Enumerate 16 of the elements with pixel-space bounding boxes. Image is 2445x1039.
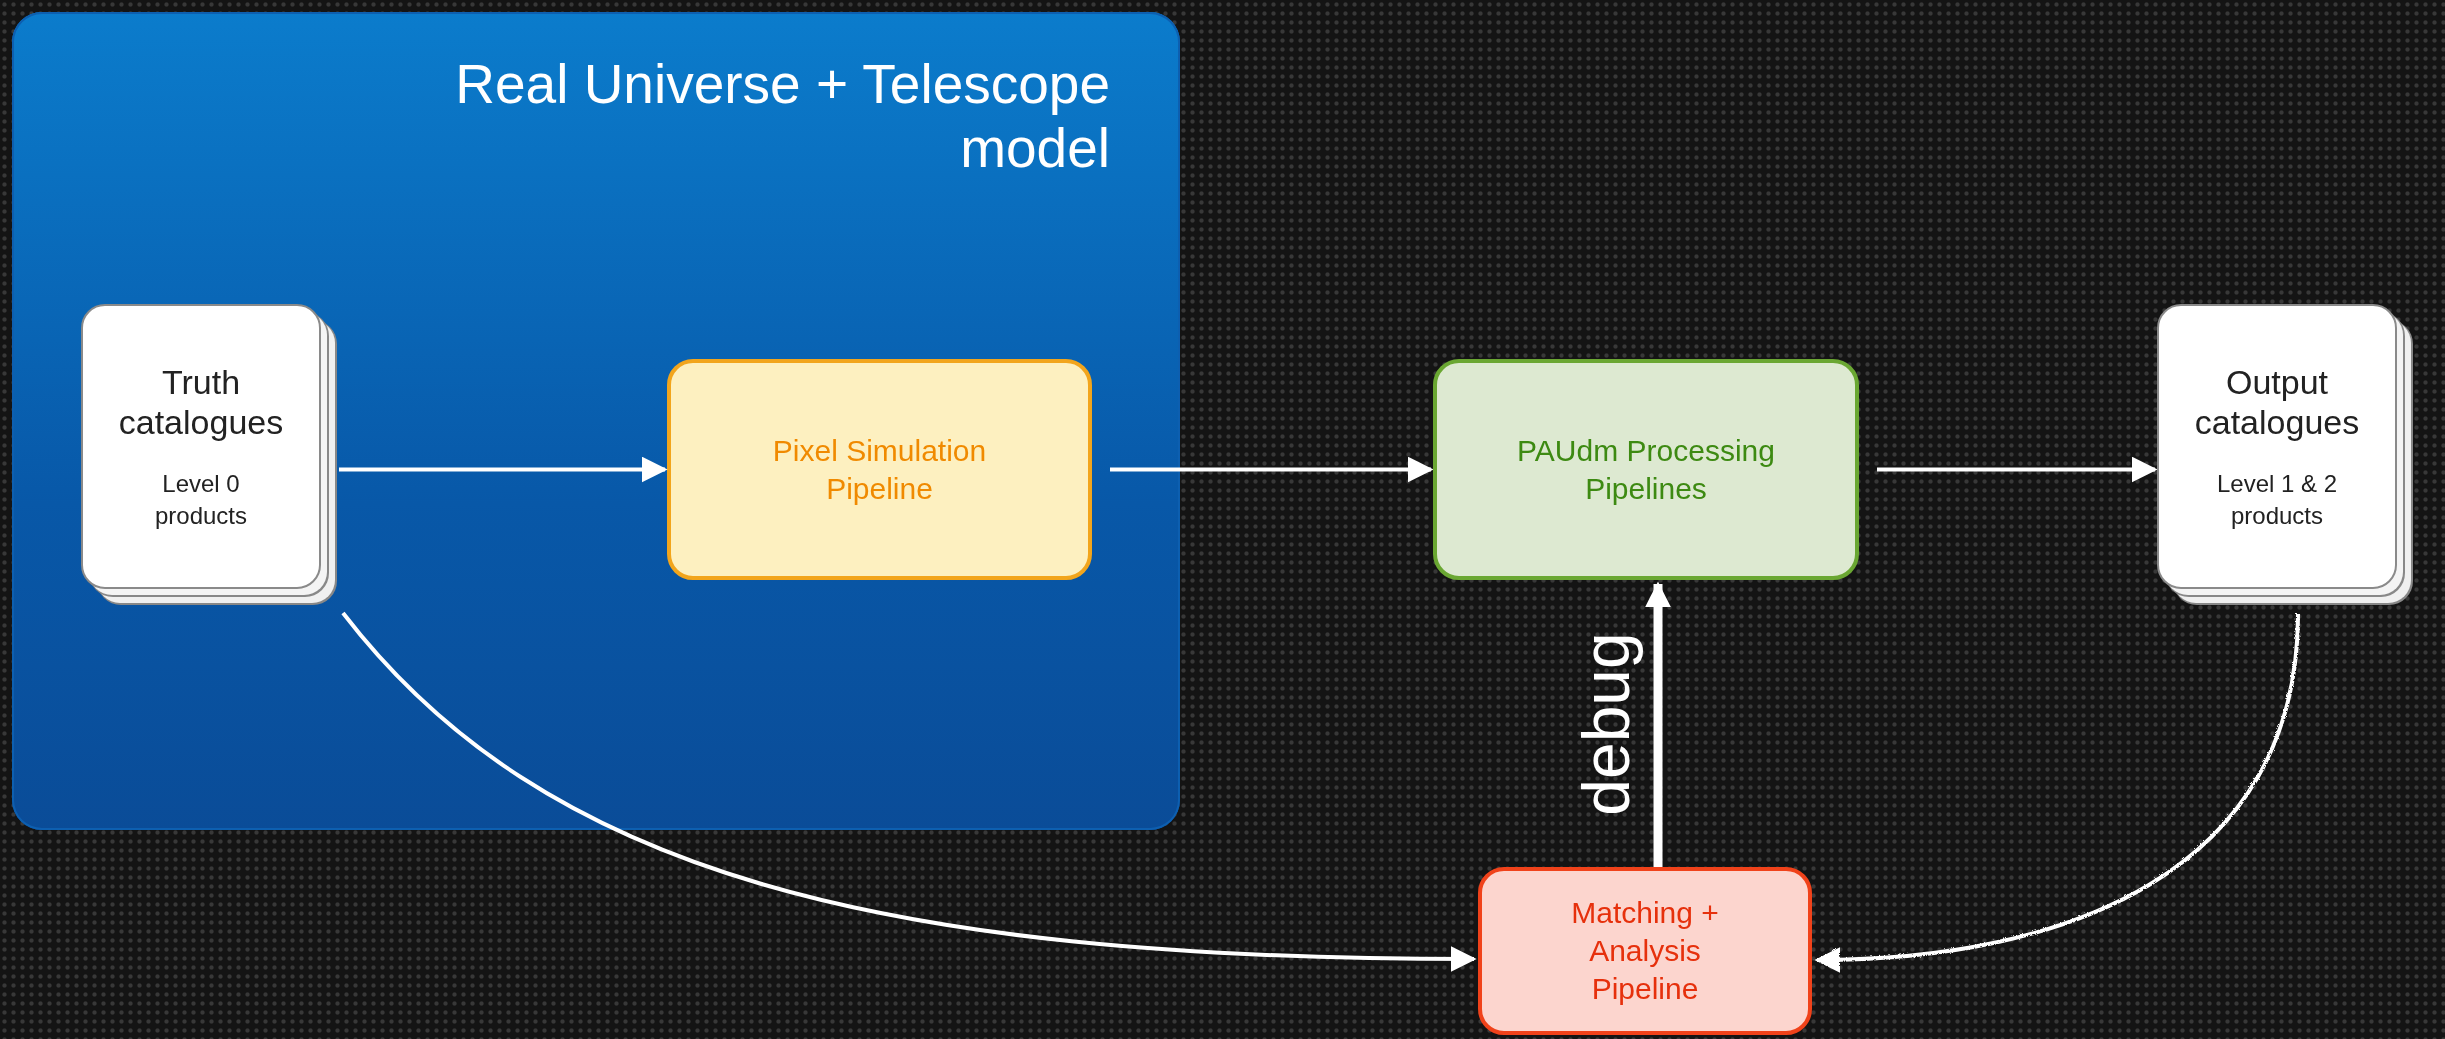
arrow [1110, 456, 1434, 483]
catalogue-title: Truth catalogues [117, 361, 285, 442]
arrow [339, 456, 668, 483]
arrow [1813, 612, 2299, 972]
catalogue-level: Level 1 & 2 products [2215, 468, 2339, 531]
catalogue-level: Level 0 products [153, 468, 249, 531]
arrow [1645, 581, 1671, 867]
pipeline-box: Pixel Simulation Pipeline [667, 359, 1092, 580]
pipeline-box: Matching + Analysis Pipeline [1478, 867, 1812, 1035]
arrow [341, 611, 1477, 972]
arrow [1877, 456, 2158, 483]
panel-title: Real Universe + Telescope model [454, 52, 1110, 180]
catalogue-title: Output catalogues [2193, 361, 2361, 442]
pipeline-box: PAUdm Processing Pipelines [1433, 359, 1859, 580]
region-panel [12, 12, 1180, 830]
edge-label: debug [1571, 630, 1641, 818]
